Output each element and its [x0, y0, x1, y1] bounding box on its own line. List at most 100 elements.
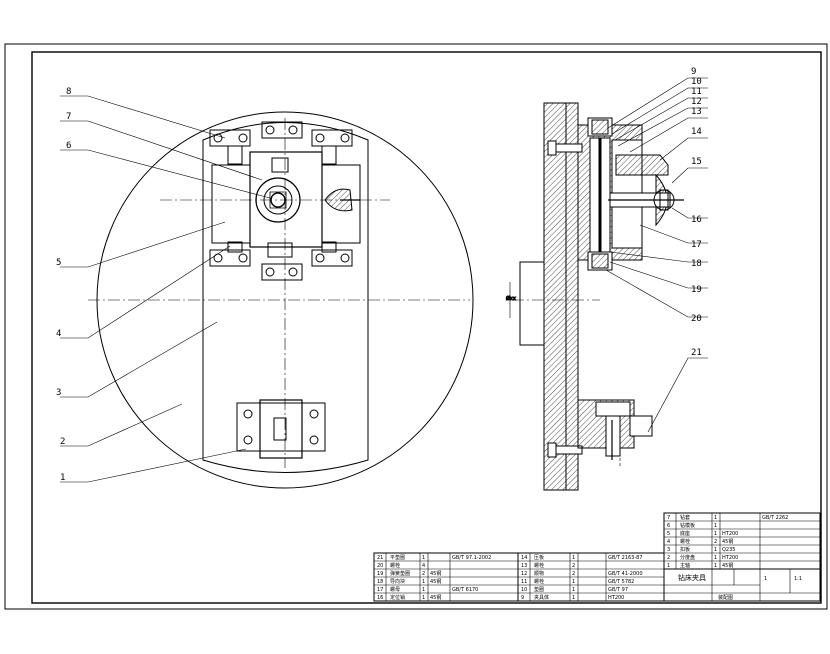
part-numbers-left: 8 7 6 5 4 3 2 1: [56, 87, 71, 483]
main-title: 钻床夹具: [678, 573, 706, 582]
part-no: 18: [377, 579, 383, 585]
part-number: 1: [60, 473, 65, 483]
outer-frame: [4, 43, 828, 610]
part-no: 20: [377, 563, 383, 569]
part-name: 螺母: [390, 586, 400, 593]
part-qty: 2: [422, 571, 425, 577]
part-qty: 2: [572, 571, 575, 577]
part-qty: 1: [572, 579, 575, 585]
part-std: Q235: [722, 547, 735, 553]
part-no: 7: [667, 515, 670, 521]
bolt-group-top-left: [209, 129, 251, 165]
screw-top: [547, 140, 583, 156]
part-no: 19: [377, 571, 383, 577]
leaders-right: [605, 77, 708, 433]
left-view: [88, 111, 474, 489]
part-std: GB/T 6170: [452, 587, 478, 593]
part-qty: 1: [422, 555, 425, 561]
part-no: 16: [377, 595, 383, 601]
bolt-group-bottom-right: [311, 241, 353, 267]
part-no: 6: [667, 523, 670, 529]
subtitle: 装配图: [718, 594, 733, 601]
part-qty: 4: [422, 563, 425, 569]
part-number: 21: [691, 348, 702, 358]
part-no: 1: [667, 563, 670, 569]
part-qty: 1: [714, 523, 717, 529]
part-std: HT200: [722, 555, 738, 561]
part-name: 定位销: [390, 594, 405, 601]
sheet: 1: [764, 576, 767, 582]
part-number: 4: [56, 329, 61, 339]
part-number: 7: [66, 112, 71, 122]
right-view: Øxx: [506, 102, 684, 491]
part-name: 钻模板: [680, 522, 695, 529]
part-name: 夹具体: [534, 594, 549, 601]
part-number: 6: [66, 141, 71, 151]
part-numbers-right: 9 10 11 12 13 14 15 16 17 18 19 20 21: [691, 67, 702, 358]
part-name: 螺栓: [534, 578, 544, 585]
part-std: GB/T 97.1-2002: [452, 555, 491, 561]
part-number: 13: [691, 107, 702, 117]
part-name: 螺栓: [680, 538, 690, 545]
bolt-group-top-center: [261, 121, 303, 139]
bolt-group-top-right: [311, 129, 353, 165]
part-no: 2: [667, 555, 670, 561]
part-number: 14: [691, 127, 702, 137]
part-std: GB/T 97: [608, 587, 628, 593]
part-std: 45钢: [722, 538, 733, 545]
part-qty: 1: [422, 579, 425, 585]
dimension-label: Øxx: [506, 295, 516, 302]
part-number: 9: [691, 67, 696, 77]
part-no: 4: [667, 539, 670, 545]
inner-frame: [31, 51, 822, 604]
part-qty: 1: [714, 515, 717, 521]
part-no: 11: [521, 579, 527, 585]
part-no: 14: [521, 555, 527, 561]
part-name: 压板: [534, 554, 544, 561]
part-qty: 1: [422, 587, 425, 593]
part-no: 17: [377, 587, 383, 593]
title-block: [663, 568, 821, 602]
part-qty: 2: [714, 539, 717, 545]
part-qty: 1: [422, 595, 425, 601]
part-number: 3: [56, 388, 61, 398]
part-std: GB/T 2262: [762, 515, 788, 521]
parts-list-mid: [517, 552, 665, 602]
part-name: 垫圈: [534, 586, 544, 593]
part-std: HT200: [722, 531, 738, 537]
part-number: 20: [691, 314, 702, 324]
part-name: 扣板: [680, 546, 690, 553]
part-qty: 1: [714, 547, 717, 553]
parts-list-right: [663, 512, 821, 570]
part-qty: 1: [572, 595, 575, 601]
screw-bottom: [547, 442, 583, 458]
part-number: 8: [66, 87, 71, 97]
part-number: 11: [691, 87, 702, 97]
part-name: 平垫圈: [390, 554, 405, 561]
part-name: 螺栓: [390, 562, 400, 569]
part-std: GB/T 41-2000: [608, 571, 643, 577]
part-qty: 1: [714, 555, 717, 561]
part-name: 主轴: [680, 562, 690, 569]
part-no: 5: [667, 531, 670, 537]
bolt-group-bottom-left: [209, 241, 251, 267]
part-qty: 1: [572, 555, 575, 561]
lower-clamp: [236, 399, 326, 459]
part-number: 15: [691, 157, 702, 167]
part-name: 导向块: [390, 578, 405, 585]
scale: 1:1: [794, 576, 802, 582]
part-name: 顺物: [534, 570, 544, 577]
part-number: 5: [56, 258, 61, 268]
base-plate-outline: [202, 122, 369, 473]
part-no: 12: [521, 571, 527, 577]
part-no: 3: [667, 547, 670, 553]
part-qty: 1: [572, 587, 575, 593]
part-qty: 2: [572, 563, 575, 569]
part-std: 45钢: [430, 570, 441, 577]
part-number: 17: [691, 240, 702, 250]
part-number: 12: [691, 97, 702, 107]
drill-bushing: [255, 177, 301, 223]
part-std: 45钢: [722, 562, 733, 569]
part-name: 底座: [680, 530, 690, 537]
